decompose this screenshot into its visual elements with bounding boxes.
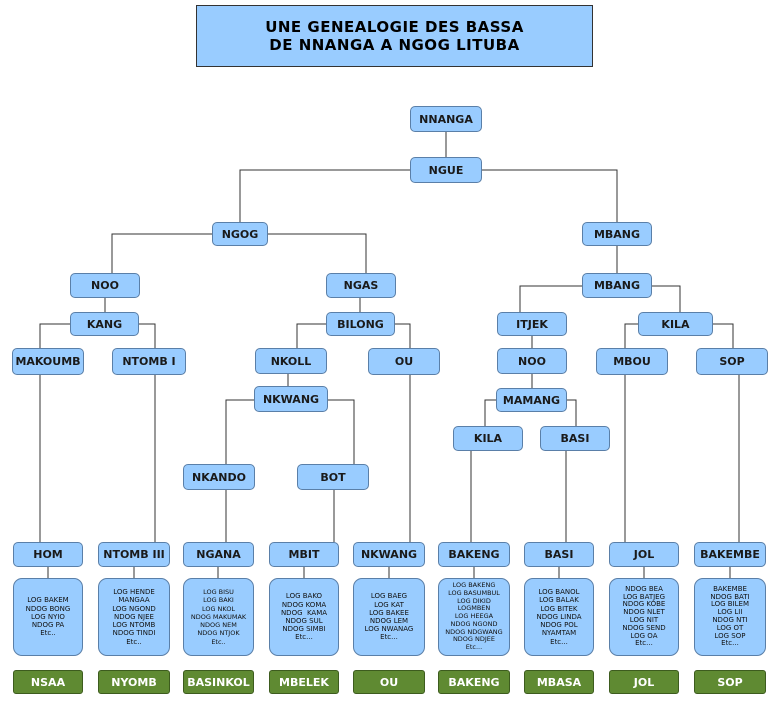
- node-itjek: ITJEK: [497, 312, 567, 336]
- node-noo-left: NOO: [70, 273, 140, 298]
- connector: [296, 323, 326, 348]
- connector: [139, 323, 156, 348]
- connector: [624, 323, 638, 348]
- lineage-list: LOG BANOL LOG BALAK LOG BITEK NDOG LINDA…: [536, 588, 582, 646]
- tribe-mbelek: MBELEK: [269, 670, 339, 694]
- lineage-box-ntombiii: LOG HENDE MANGAA LOG NGOND NDOG NJEE LOG…: [98, 578, 170, 656]
- connector: [395, 323, 411, 348]
- lineage-list: LOG BAEG LOG KAT LOG BAKEE NDOG LEM LOG …: [364, 592, 414, 642]
- connector: [482, 169, 618, 222]
- node-kang: KANG: [70, 312, 139, 336]
- lineage-list: BAKEMBE NDOG BATI LOG BILEM LOG LII NDOG…: [710, 584, 750, 648]
- lineage-box-hom: LOG BAKEM NDOG BONG LOG NYIO NDOG PA Etc…: [13, 578, 83, 656]
- connector: [268, 233, 367, 273]
- tribe-mbasa: MBASA: [524, 670, 594, 694]
- node-kila-mid: KILA: [453, 426, 523, 451]
- node-sop: SOP: [696, 348, 768, 375]
- lineage-box-jol: NDOG BEA LOG BATJEG NDOG KOBE NDOG NLET …: [609, 578, 679, 656]
- diagram-title: UNE GENEALOGIE DES BASSA DE NNANGA A NGO…: [196, 5, 593, 67]
- lineage-box-basi: LOG BANOL LOG BALAK LOG BITEK NDOG LINDA…: [524, 578, 594, 656]
- node-jol: JOL: [609, 542, 679, 567]
- node-hom: HOM: [13, 542, 83, 567]
- tribe-jol: JOL: [609, 670, 679, 694]
- node-mbang-mid: MBANG: [582, 273, 652, 298]
- node-ngog: NGOG: [212, 222, 268, 246]
- node-makoumb: MAKOUMB: [12, 348, 84, 375]
- title-line-2: DE NNANGA A NGOG LITUBA: [269, 36, 520, 54]
- node-nkoll: NKOLL: [255, 348, 327, 374]
- tribe-basinkol: BASINKOL: [183, 670, 254, 694]
- connector: [328, 399, 355, 464]
- node-nkando: NKANDO: [183, 464, 255, 490]
- connector: [225, 399, 254, 464]
- lineage-box-bakembe: BAKEMBE NDOG BATI LOG BILEM LOG LII NDOG…: [694, 578, 766, 656]
- node-nnanga: NNANGA: [410, 106, 482, 132]
- node-bakeng: BAKENG: [438, 542, 510, 567]
- lineage-list: LOG BAKEM NDOG BONG LOG NYIO NDOG PA Etc…: [25, 596, 71, 638]
- lineage-box-nkwang: LOG BAEG LOG KAT LOG BAKEE NDOG LEM LOG …: [353, 578, 425, 656]
- node-basi-mid: BASI: [540, 426, 610, 451]
- lineage-list: LOG BAKENG LOG BASUMBUL LOG DIKID LOGMBE…: [445, 580, 503, 652]
- lineage-list: LOG BISU LOG BAKI LOG NKOL NDOG MAKUMAK …: [190, 588, 247, 646]
- lineage-box-mbit: LOG BAKO NDOG KOMA NDOG KAMA NDOG SUL ND…: [269, 578, 339, 656]
- node-mbang-top: MBANG: [582, 222, 652, 246]
- node-kila-right: KILA: [638, 312, 713, 336]
- connector: [239, 169, 410, 222]
- tribe-bakeng: BAKENG: [438, 670, 510, 694]
- node-ngana: NGANA: [183, 542, 254, 567]
- connector: [567, 399, 577, 426]
- connector: [39, 323, 70, 348]
- lineage-list: LOG HENDE MANGAA LOG NGOND NDOG NJEE LOG…: [112, 588, 156, 646]
- connector: [713, 323, 734, 348]
- node-bilong: BILONG: [326, 312, 395, 336]
- connector: [519, 285, 582, 312]
- connector: [652, 285, 681, 312]
- node-ntombi: NTOMB I: [112, 348, 186, 375]
- tribe-nsaa: NSAA: [13, 670, 83, 694]
- node-ngas: NGAS: [326, 273, 396, 298]
- node-basi-bottom: BASI: [524, 542, 594, 567]
- title-line-1: UNE GENEALOGIE DES BASSA: [265, 18, 524, 36]
- lineage-box-ngana: LOG BISU LOG BAKI LOG NKOL NDOG MAKUMAK …: [183, 578, 254, 656]
- lineage-list: NDOG BEA LOG BATJEG NDOG KOBE NDOG NLET …: [622, 584, 666, 648]
- node-ngue: NGUE: [410, 157, 482, 183]
- tribe-ou: OU: [353, 670, 425, 694]
- node-ou-mid: OU: [368, 348, 440, 375]
- lineage-box-bakeng: LOG BAKENG LOG BASUMBUL LOG DIKID LOGMBE…: [438, 578, 510, 656]
- tribe-nyomb: NYOMB: [98, 670, 170, 694]
- node-mbit: MBIT: [269, 542, 339, 567]
- lineage-list: LOG BAKO NDOG KOMA NDOG KAMA NDOG SUL ND…: [280, 592, 328, 642]
- node-nkwang-bottom: NKWANG: [353, 542, 425, 567]
- connector: [484, 399, 496, 426]
- node-mbou: MBOU: [596, 348, 668, 375]
- node-bakembe: BAKEMBE: [694, 542, 766, 567]
- node-ntombiii: NTOMB III: [98, 542, 170, 567]
- connector: [111, 233, 212, 273]
- node-nkwang: NKWANG: [254, 386, 328, 412]
- node-mamang: MAMANG: [496, 388, 567, 412]
- tribe-sop: SOP: [694, 670, 766, 694]
- node-bot: BOT: [297, 464, 369, 490]
- node-noo-right: NOO: [497, 348, 567, 374]
